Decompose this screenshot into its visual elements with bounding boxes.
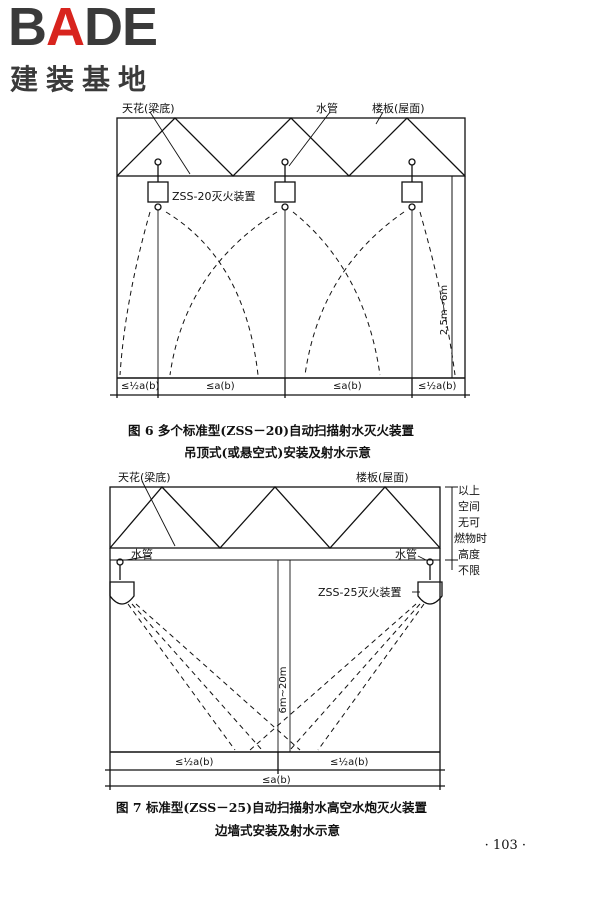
fig7-leader-ceiling — [141, 480, 176, 547]
fig6-label-slab: 楼板(屋面) — [372, 101, 425, 115]
fig6-truss-frame — [116, 117, 466, 177]
fig7-leader-pipe-left — [125, 555, 151, 561]
fig7-side-note: 以上 空间 无可 燃物时 高度 不限 — [454, 484, 487, 577]
fig7-device-right — [417, 558, 443, 605]
logo-subtitle: 建装基地 — [10, 63, 155, 96]
fig6-label-device: ZSS-20灭火装置 — [172, 190, 255, 203]
fig7-label-ceiling: 天花(梁底) — [118, 470, 171, 484]
fig6-dim-mid-1: ≤a(b) — [206, 381, 235, 392]
fig6-spray-arcs — [119, 211, 456, 376]
fig6-device-2 — [274, 158, 296, 378]
fig6-device-3 — [401, 158, 423, 378]
fig6-device-1 — [147, 158, 169, 378]
fig7-dim-half-right: ≤½a(b) — [330, 756, 368, 768]
fig7-label-height: 6m~20m — [278, 667, 289, 714]
fig7-caption-line-2: 边墙式安装及射水示意 — [215, 823, 341, 838]
fig6-leader-pipe — [288, 111, 331, 167]
fig7-label-pipe-right: 水管 — [395, 547, 417, 561]
fig6-truss-web — [116, 117, 466, 177]
fig7-device-left — [109, 558, 135, 605]
fig6-leader-slab — [375, 111, 384, 125]
fig7-side-note-line-2: 空间 — [458, 499, 480, 513]
fig7-side-note-line-1: 以上 — [458, 484, 480, 497]
fig7-spray-lines — [127, 603, 425, 751]
fig7-label-slab: 楼板(屋面) — [356, 470, 409, 484]
bade-logo: BADE 建装基地 — [6, 0, 186, 96]
logo-wordmark: BADE — [8, 0, 158, 57]
fig7-truss-frame — [109, 486, 441, 549]
fig7-dim-half-left: ≤½a(b) — [175, 756, 213, 768]
fig7-dim-full: ≤a(b) — [262, 775, 291, 786]
fig7-label-device: ZSS-25灭火装置 — [318, 586, 401, 599]
figure-6 — [110, 111, 470, 398]
fig7-label-pipe-left: 水管 — [131, 547, 153, 561]
fig7-leader-pipe-right — [417, 555, 427, 561]
fig7-side-note-line-4: 燃物时 — [454, 531, 487, 545]
fig7-side-note-line-6: 不限 — [458, 564, 480, 577]
page-number: · 103 · — [484, 838, 526, 853]
fig7-side-note-line-3: 无可 — [458, 516, 480, 529]
fig6-caption-line-1: 图 6 多个标准型(ZSS－20)自动扫描射水灭火装置 — [128, 423, 415, 438]
figure-7 — [105, 480, 458, 790]
fig7-truss-web — [109, 486, 441, 549]
fig6-dim-right: ≤½a(b) — [418, 380, 456, 392]
fig6-caption-line-2: 吊顶式(或悬空式)安装及射水示意 — [184, 445, 371, 460]
fig6-dim-left: ≤½a(b) — [121, 380, 159, 392]
fig6-label-height: 2.5m~6m — [439, 285, 450, 335]
fig6-label-pipe: 水管 — [316, 101, 338, 115]
fig6-label-ceiling: 天花(梁底) — [122, 101, 175, 115]
fig6-dim-mid-2: ≤a(b) — [333, 381, 362, 392]
fig7-side-note-line-5: 高度 — [458, 547, 480, 561]
fig7-caption-line-1: 图 7 标准型(ZSS－25)自动扫描射水高空水炮灭火装置 — [116, 800, 428, 815]
fig6-leader-ceiling — [149, 111, 191, 175]
